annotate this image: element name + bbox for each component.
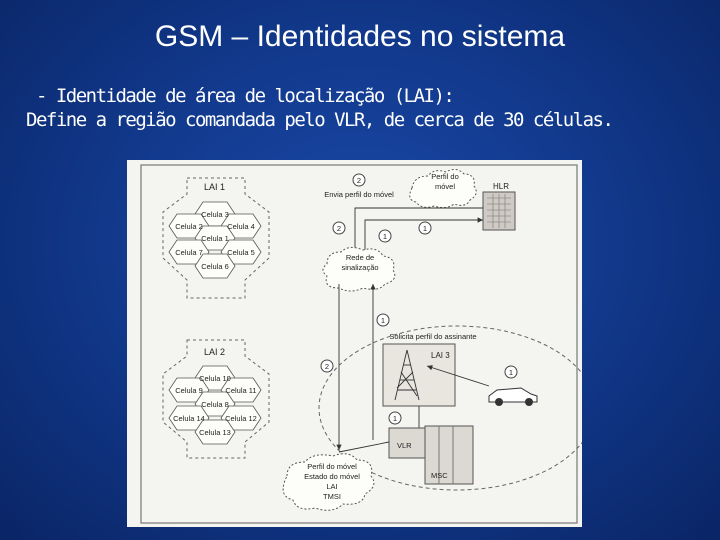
lai-3-label: LAI 3 xyxy=(431,351,450,360)
send-profile-label: Envia perfil do móvel xyxy=(324,190,394,199)
cell-2-label: Celula 2 xyxy=(175,222,203,231)
network-line-2: sinalização xyxy=(341,263,378,272)
profile-cloud-bottom: Perfil do móvel Estado do móvel LAI TMSI xyxy=(282,453,375,511)
cell-12-label: Celula 12 xyxy=(225,414,257,423)
lai-3-area xyxy=(318,325,582,491)
vlr-node: VLR xyxy=(388,427,426,459)
slide-title: GSM – Identidades no sistema xyxy=(154,20,566,53)
lai-1-group: LAI 1 Celula 3 Celula 2 Celula 4 Celula … xyxy=(162,177,270,299)
cloud-bottom-line-2: Estado do móvel xyxy=(304,472,360,481)
car-to-tower-line xyxy=(426,365,490,387)
step-2-mid-label: 2 xyxy=(337,224,341,233)
cell-5 xyxy=(220,239,262,265)
step-2-low-label: 2 xyxy=(325,362,329,371)
step-1-c-label: 1 xyxy=(381,316,385,325)
slide-body: - Identidade de área de localização (LAI… xyxy=(26,84,706,132)
cell-8-label: Celula 8 xyxy=(201,400,229,409)
cell-13 xyxy=(194,419,236,445)
cloud-bottom-line-1: Perfil do móvel xyxy=(307,462,357,471)
figure-frame xyxy=(140,164,578,524)
cell-13-label: Celula 13 xyxy=(199,428,231,437)
step-2-low xyxy=(320,359,334,373)
body-line-1: - Identidade de área de localização (LAI… xyxy=(26,85,455,107)
cell-11 xyxy=(220,377,262,403)
signaling-network-cloud: Rede de sinalização xyxy=(322,246,396,292)
cell-5-label: Celula 5 xyxy=(227,248,255,257)
profile-cloud-top: Perfil do móvel xyxy=(409,168,477,209)
body-line-2: Define a região comandada pelo VLR, de c… xyxy=(26,109,614,131)
msc-node: MSC xyxy=(424,425,474,485)
hlr-to-network-line xyxy=(352,207,483,255)
hlr-node: HLR xyxy=(482,182,516,231)
cell-10-label: Celula 10 xyxy=(199,374,231,383)
antenna-tower xyxy=(394,349,420,401)
network-line-1: Rede de xyxy=(346,253,374,262)
step-2-top-label: 2 xyxy=(357,176,361,185)
vlr-label: VLR xyxy=(397,441,412,450)
step-1-d-label: 1 xyxy=(509,368,513,377)
cloud-top-line-2: móvel xyxy=(435,182,455,191)
hlr-label: HLR xyxy=(493,182,509,191)
step-1-a-label: 1 xyxy=(383,232,387,241)
cell-7-label: Celula 7 xyxy=(175,248,203,257)
lai-1-label: LAI 1 xyxy=(204,182,225,192)
step-1-c xyxy=(376,313,390,327)
step-1-a xyxy=(378,229,392,243)
cell-6 xyxy=(194,253,236,279)
lai-2-label: LAI 2 xyxy=(204,347,225,357)
cloud-bottom-line-3: LAI xyxy=(326,482,337,491)
step-2-mid xyxy=(332,221,346,235)
mobile-car-icon xyxy=(488,387,538,406)
msc-label: MSC xyxy=(431,471,448,480)
lai-diagram: LAI 1 Celula 3 Celula 2 Celula 4 Celula … xyxy=(127,160,582,527)
cell-3-label: Celula 3 xyxy=(201,210,229,219)
cloud-bottom-line-4: TMSI xyxy=(323,492,341,501)
step-1-b-label: 1 xyxy=(423,224,427,233)
cell-12 xyxy=(220,405,262,431)
step-1-b xyxy=(418,221,432,235)
cell-14-label: Celula 14 xyxy=(173,414,205,423)
lai-2-group: LAI 2 Celula 10 Celula 9 Celula 11 Celul… xyxy=(162,339,270,459)
cell-11-label: Celula 11 xyxy=(225,386,256,395)
cell-6-label: Celula 6 xyxy=(201,262,229,271)
cell-4-label: Celula 4 xyxy=(227,222,255,231)
lai-diagram-svg: LAI 1 Celula 3 Celula 2 Celula 4 Celula … xyxy=(140,164,582,524)
network-to-hlr-line xyxy=(364,217,483,255)
request-subscriber-label: Solicita perfil do assinante xyxy=(389,332,476,341)
vlr-link-line xyxy=(338,441,390,453)
step-1-d xyxy=(504,365,518,379)
step-2-top xyxy=(352,173,366,187)
lai-3-box xyxy=(382,343,456,407)
cloud-top-line-1: Perfil do xyxy=(431,172,459,181)
cell-9-label: Celula 9 xyxy=(175,386,203,395)
step-1-e-label: 1 xyxy=(393,414,397,423)
step-1-e xyxy=(388,411,402,425)
cell-1-label: Celula 1 xyxy=(201,234,229,243)
